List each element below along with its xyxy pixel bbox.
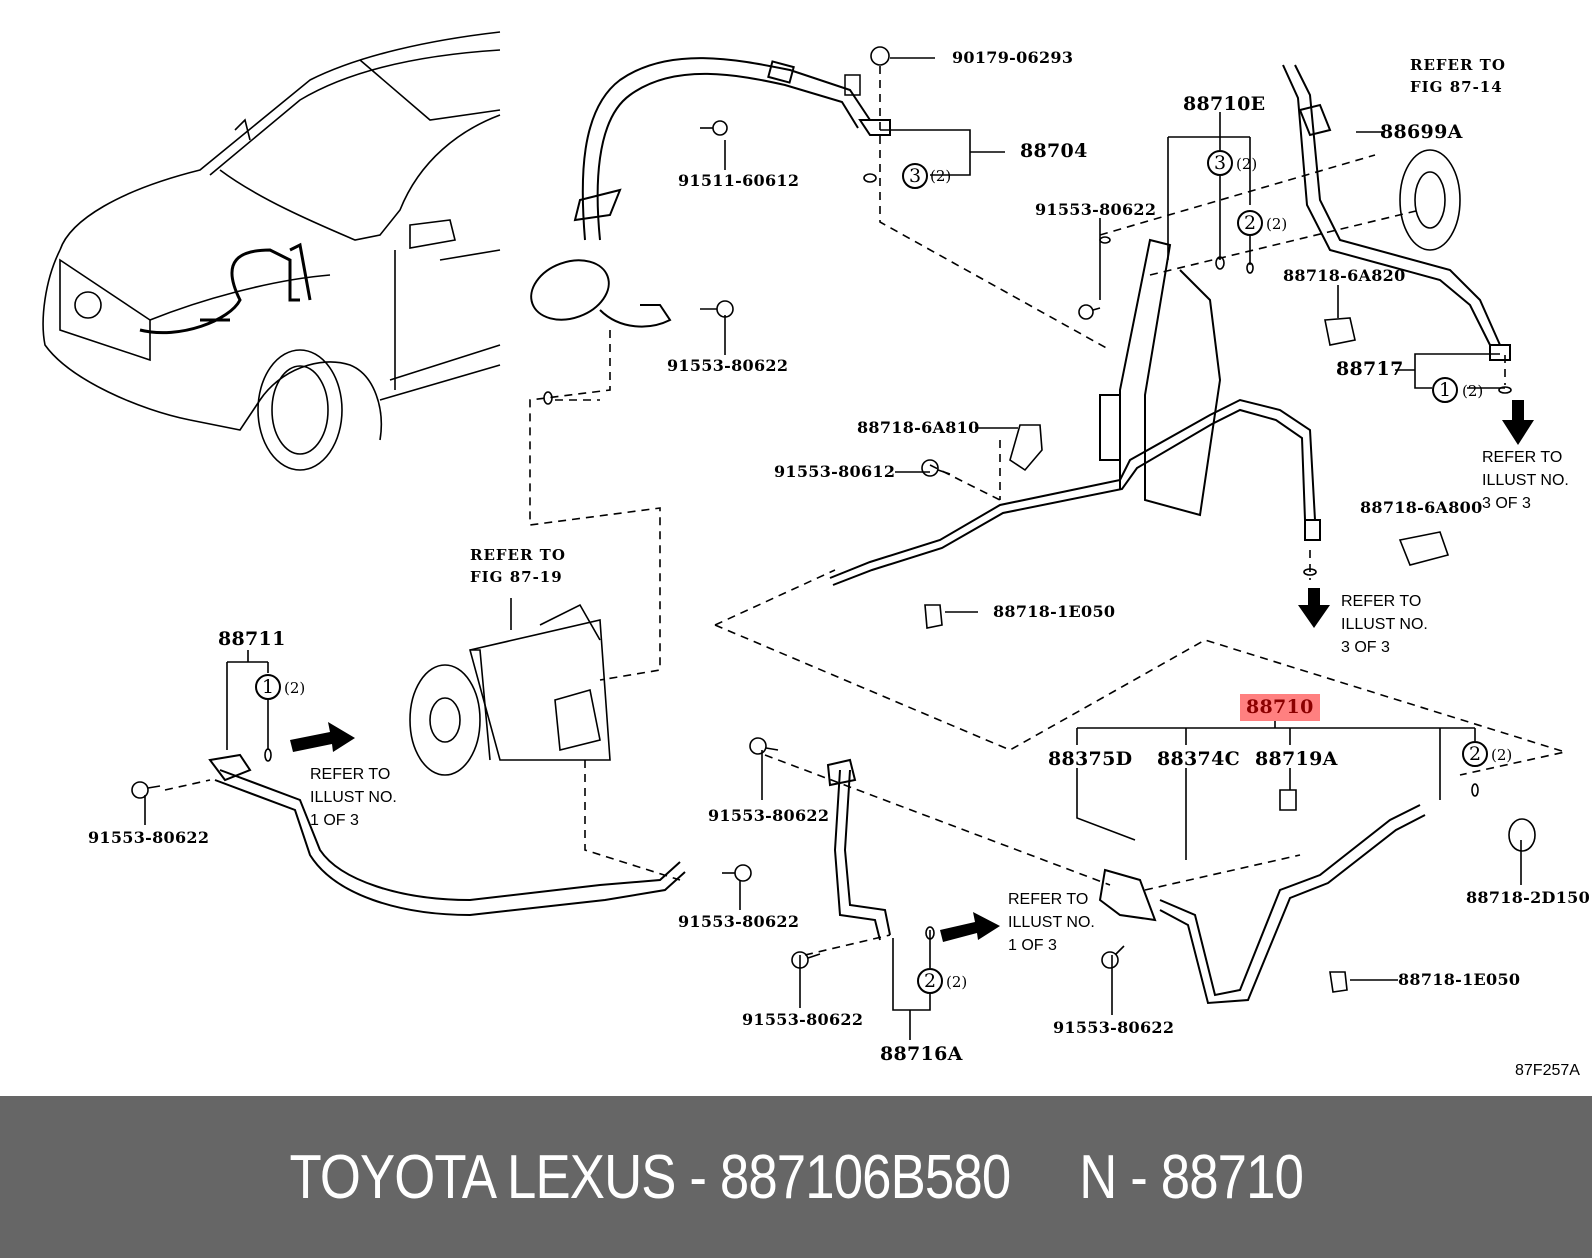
vehicle-illustration	[42, 31, 501, 471]
footer-banner: TOYOTA LEXUS - 887106B580 N - 88710	[0, 1096, 1592, 1258]
arrow-right-icon	[290, 722, 355, 752]
callout-quantity: (2)	[284, 679, 306, 697]
diagram-artwork	[42, 31, 1569, 1040]
part-label-88710E[interactable]: 88710E	[1183, 93, 1266, 115]
callout-circle: 2	[1237, 210, 1263, 236]
refer-note-illust-3[interactable]: REFER TO ILLUST NO. 3 OF 3	[1482, 449, 1569, 512]
callout-circle: 2	[1462, 741, 1488, 767]
o-ring-icon	[863, 173, 877, 183]
part-label-91511-60612[interactable]: 91511-60612	[678, 171, 800, 190]
part-label-88711[interactable]: 88711	[218, 628, 286, 650]
grommet-icon	[1399, 149, 1461, 251]
grommet-icon	[1508, 818, 1536, 852]
part-label-91553-80612[interactable]: 91553-80612	[774, 462, 896, 481]
part-label-88718-1E050[interactable]: 88718-1E050	[1398, 970, 1521, 989]
sensor-icon	[1279, 789, 1297, 811]
refer-note-illust-1[interactable]: REFER TO ILLUST NO. 1 OF 3	[310, 766, 397, 829]
parts-diagram: 90179-06293 88704 91511-60612 91553-8062…	[42, 31, 1591, 1079]
part-label-91553-80622[interactable]: 91553-80622	[1035, 200, 1157, 219]
bolt-icon	[921, 459, 951, 477]
dashed-reference-lines	[164, 66, 1569, 956]
part-label-91553-80622[interactable]: 91553-80622	[1053, 1018, 1175, 1037]
arrow-down-icon	[1298, 588, 1330, 628]
part-label-88718-1E050[interactable]: 88718-1E050	[993, 602, 1116, 621]
part-label-88718-6A810[interactable]: 88718-6A810	[857, 418, 980, 437]
part-label-88719A[interactable]: 88719A	[1255, 748, 1338, 770]
part-label-88716A[interactable]: 88716A	[880, 1043, 963, 1065]
part-label-88704[interactable]: 88704	[1020, 140, 1088, 162]
refer-arrows	[290, 400, 1534, 942]
bolt-icon	[700, 120, 728, 136]
part-label-88699A[interactable]: 88699A	[1380, 121, 1463, 143]
part-label-91553-80622[interactable]: 91553-80622	[88, 828, 210, 847]
part-label-88717[interactable]: 88717	[1336, 358, 1404, 380]
callout-circle: 1	[255, 674, 281, 700]
part-label-88718-2D150[interactable]: 88718-2D150	[1466, 888, 1591, 907]
o-ring-icon	[1471, 783, 1479, 797]
suction-hose-88704	[530, 57, 891, 328]
refer-note-fig-87-19[interactable]: REFER TO FIG 87-19	[470, 546, 566, 586]
clamp-icon	[1324, 317, 1356, 346]
o-ring-icon	[543, 391, 553, 405]
refer-note-fig-87-14[interactable]: REFER TO FIG 87-14	[1410, 56, 1506, 96]
bracket-icon	[1398, 531, 1450, 566]
bolt-icon	[1078, 304, 1101, 320]
bracket-icon	[1009, 424, 1043, 472]
callout-circle: 3	[1207, 150, 1233, 176]
part-label-88718-6A800[interactable]: 88718-6A800	[1360, 498, 1483, 517]
part-label-91553-80622[interactable]: 91553-80622	[667, 356, 789, 375]
part-label-88718-6A820[interactable]: 88718-6A820	[1283, 266, 1406, 285]
part-label-91553-80622[interactable]: 91553-80622	[678, 912, 800, 931]
callout-quantity: (2)	[1491, 746, 1513, 764]
callout-quantity: (2)	[1236, 155, 1258, 173]
callout-circle: 2	[917, 968, 943, 994]
arrow-down-icon	[1502, 400, 1534, 445]
part-label-88375D[interactable]: 88375D	[1048, 748, 1133, 770]
bolt-icon	[131, 781, 161, 799]
clamp-icon	[924, 604, 943, 629]
callout-quantity: (2)	[1462, 382, 1484, 400]
part-glyphs	[131, 120, 1536, 993]
callout-circle: 1	[1432, 377, 1458, 403]
leader-lines	[144, 46, 1522, 1040]
o-ring-icon	[264, 748, 272, 762]
part-label-90179-06293[interactable]: 90179-06293	[952, 48, 1074, 67]
refer-note-illust-1[interactable]: REFER TO ILLUST NO. 1 OF 3	[1008, 891, 1095, 954]
o-ring-icon	[1099, 236, 1111, 244]
refer-note-illust-3[interactable]: REFER TO ILLUST NO. 3 OF 3	[1341, 593, 1428, 656]
bolt-icon	[700, 300, 734, 318]
clamp-icon	[1329, 971, 1348, 993]
callout-quantity: (2)	[930, 167, 952, 185]
o-ring-icon	[1498, 386, 1512, 394]
o-ring-icon	[1246, 262, 1254, 274]
callout-circle: 3	[902, 163, 928, 189]
part-label-91553-80622[interactable]: 91553-80622	[742, 1010, 864, 1029]
footer-part-title: TOYOTA LEXUS - 887106B580 N - 88710	[289, 1142, 1303, 1212]
callout-quantity: (2)	[946, 973, 968, 991]
callout-quantity: (2)	[1266, 215, 1288, 233]
refrigerant-lines	[208, 64, 1511, 1005]
bolt-icon	[791, 951, 821, 969]
bolt-icon	[722, 864, 752, 882]
compressor-illustration	[409, 598, 611, 776]
part-label-88374C[interactable]: 88374C	[1157, 748, 1241, 770]
vehicle-ac-line-highlight	[139, 242, 312, 335]
o-ring-icon	[925, 926, 935, 940]
part-label-91553-80622[interactable]: 91553-80622	[708, 806, 830, 825]
part-label-88710-highlighted[interactable]: 88710	[1240, 694, 1320, 721]
o-ring-icon	[1215, 256, 1225, 270]
arrow-right-icon	[940, 912, 1000, 942]
bolt-icon	[749, 737, 779, 755]
figure-code: 87F257A	[1515, 1062, 1580, 1079]
bolt-icon	[1101, 945, 1125, 969]
o-ring-icon	[1303, 568, 1317, 576]
